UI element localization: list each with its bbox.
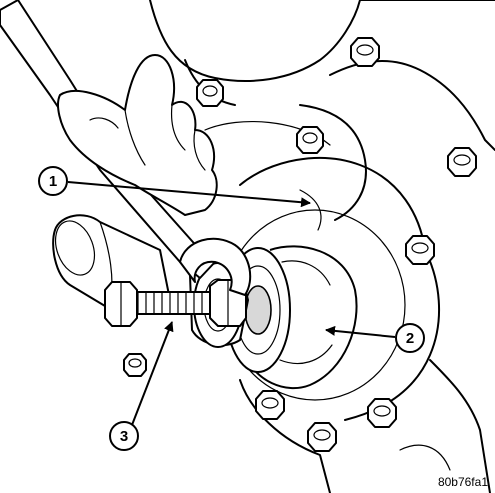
bolt-head xyxy=(367,398,397,428)
callout-2: 2 xyxy=(395,323,425,353)
figure-id: 80b76fa1 xyxy=(438,475,488,489)
cover-bolts xyxy=(123,37,477,452)
bolt-head xyxy=(350,37,380,67)
bolt-head xyxy=(405,235,435,265)
callout-2-label: 2 xyxy=(406,330,414,347)
callout-3: 3 xyxy=(109,421,139,451)
bolt-head xyxy=(307,422,337,452)
bolt-head xyxy=(255,390,285,420)
bolt-head xyxy=(196,79,224,107)
bolt-head xyxy=(296,126,324,154)
callout-1-label: 1 xyxy=(49,173,57,190)
bolt-head xyxy=(447,147,477,177)
leader-arrow-1 xyxy=(67,181,311,208)
technician-hand xyxy=(57,54,218,216)
bolt-head xyxy=(123,353,147,377)
leader-arrow-3 xyxy=(131,321,174,426)
wrench xyxy=(0,0,252,296)
callout-1: 1 xyxy=(38,166,68,196)
forcing-screw xyxy=(104,279,247,327)
leader-lines xyxy=(67,181,396,426)
callout-3-label: 3 xyxy=(120,428,128,445)
leader-arrow-2 xyxy=(325,325,396,338)
